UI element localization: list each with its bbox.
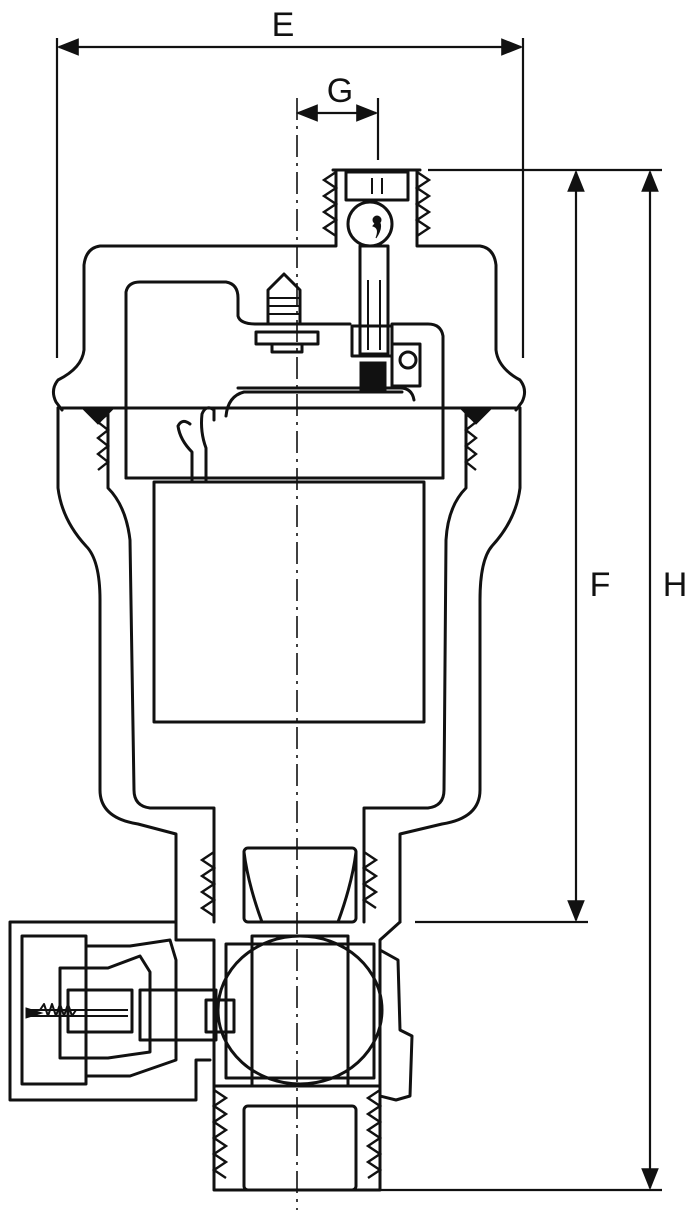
dimension-label-g: G	[327, 72, 353, 110]
dimension-e: E	[55, 6, 525, 358]
ball-valve	[174, 920, 414, 1102]
lower-nipple	[211, 1084, 383, 1192]
float	[152, 406, 426, 724]
dimension-h: H	[380, 168, 688, 1192]
dimension-g: G	[295, 72, 380, 160]
dimension-f: F	[415, 168, 611, 924]
vent-cap	[321, 168, 432, 248]
inner-chamber	[124, 280, 445, 480]
side-valve	[8, 920, 236, 1102]
dimension-label-h: H	[663, 566, 688, 604]
dimension-label-f: F	[590, 566, 611, 604]
valve-stem	[350, 244, 422, 391]
bottom-connection	[199, 846, 379, 924]
valve-body	[51, 236, 527, 924]
cap-screw	[254, 272, 320, 354]
dimension-label-e: E	[272, 6, 295, 44]
